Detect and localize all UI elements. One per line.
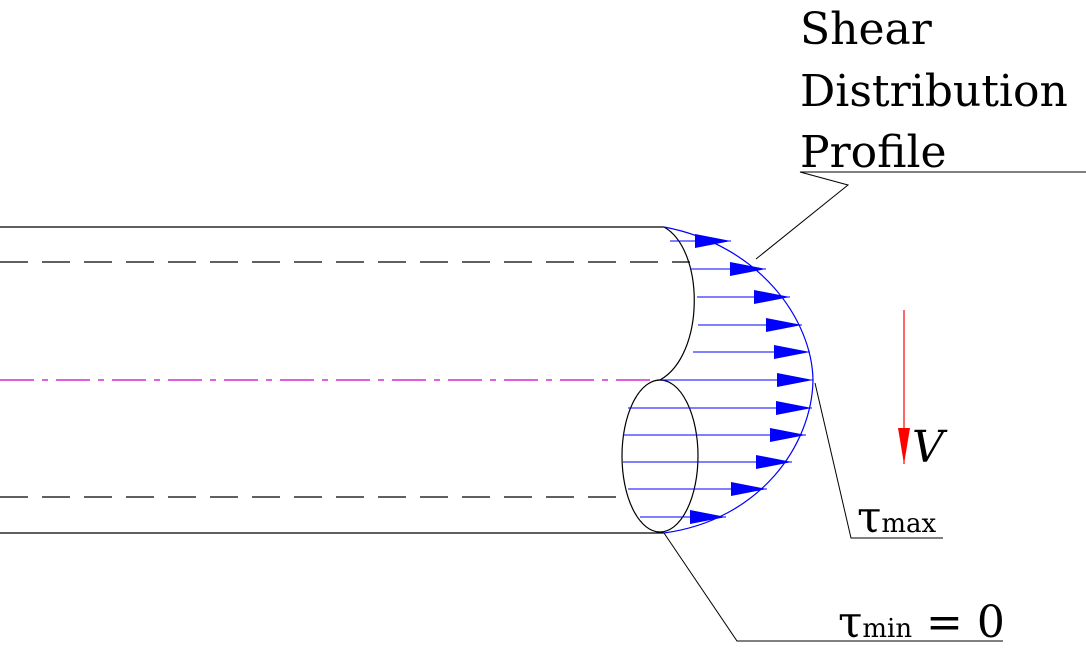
tau-max-subscript: max <box>881 509 936 539</box>
tau-min-value: = 0 <box>912 597 1005 648</box>
profile-leader-line <box>755 171 1086 260</box>
tau-max-label: τmax <box>857 492 936 543</box>
tau-min-label: τmin = 0 <box>838 597 1005 648</box>
lower-section-ellipse <box>621 379 699 533</box>
profile-label-line1: Shear <box>800 4 933 55</box>
upper-section-curve <box>659 226 695 381</box>
tau-max-symbol: τ <box>857 492 881 543</box>
tau-max-leader-line <box>814 382 943 539</box>
shear-force-label: V <box>912 422 948 473</box>
tau-min-symbol: τ <box>838 597 862 648</box>
tau-min-subscript: min <box>862 614 912 644</box>
profile-label-line2: Distribution <box>800 66 1068 117</box>
tau-min-leader-line <box>663 532 1003 642</box>
profile-label-line3: Profile <box>800 127 947 178</box>
